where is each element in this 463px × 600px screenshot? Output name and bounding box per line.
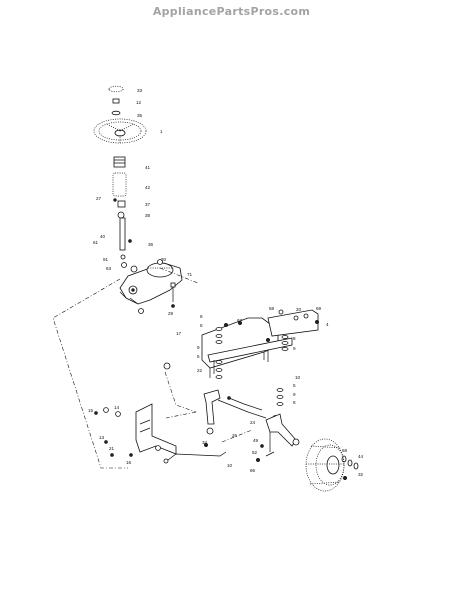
part-number-labels: 33 12 35 1 41 42 27 37 38 40 61 36 91 63… [88,88,364,477]
label-63: 63 [106,266,112,271]
label-16: 16 [126,460,132,465]
axle-bolts[interactable] [223,319,320,343]
label-27: 27 [96,196,102,201]
label-32: 32 [358,472,364,477]
label-67: 67 [237,318,243,323]
steering-wheel-adapter[interactable] [113,156,126,168]
label-8a: 8 [200,323,203,328]
label-91: 91 [103,257,109,262]
label-37: 37 [145,202,151,207]
wheel-hub-spacers[interactable] [292,438,359,481]
bracket-hardware[interactable] [94,407,161,457]
label-8c: 8 [293,400,296,405]
label-36: 36 [148,242,154,247]
label-17: 17 [176,331,182,336]
shaft-bushing-parts[interactable] [120,239,132,268]
label-33: 33 [137,88,143,93]
label-9c: 9 [293,392,296,397]
label-41: 41 [145,165,151,170]
steering-wheel-nut[interactable] [112,98,120,104]
label-1: 1 [160,129,163,134]
steering-wheel-cap[interactable] [108,85,124,93]
label-9b: 9 [293,346,296,351]
label-20: 20 [296,307,302,312]
label-40: 40 [100,234,106,239]
label-52: 52 [252,450,258,455]
steering-shaft-bellows[interactable] [112,172,127,197]
front-axle[interactable] [207,337,293,374]
pinion-gear[interactable] [130,265,138,273]
label-48: 8 [200,314,203,319]
label-22: 22 [197,368,203,373]
label-8b: 8 [293,336,296,341]
label-5a: 5 [197,354,200,359]
steering-shaft-hardware[interactable] [113,198,126,219]
steering-shaft[interactable] [119,217,126,251]
label-49: 49 [253,438,259,443]
label-10b: 10 [227,463,233,468]
label-29: 29 [168,311,174,316]
steering-wheel[interactable] [93,118,147,144]
steering-link-rod[interactable] [163,451,227,464]
label-38: 38 [145,213,151,218]
label-34: 34 [202,440,208,445]
steering-wheel-insert[interactable] [111,110,121,116]
label-21: 21 [109,446,115,451]
right-steering-spindle[interactable] [255,413,297,463]
front-wheel[interactable] [305,438,345,492]
label-30: 30 [161,257,167,262]
label-12: 12 [136,100,142,105]
label-35: 35 [137,113,143,118]
label-4: 4 [326,322,329,327]
label-5b: 5 [293,383,296,388]
label-13: 13 [99,435,105,440]
label-44: 44 [358,454,364,459]
label-71: 71 [187,272,193,277]
gear-bolt[interactable] [170,282,176,308]
axle-mounting-plate[interactable] [267,309,319,337]
label-69: 69 [316,306,322,311]
label-61: 61 [93,240,99,245]
pivot-bushings-left[interactable] [215,327,223,379]
left-steering-spindle[interactable] [203,389,221,448]
tie-rod[interactable] [217,396,267,419]
watermark-text: AppliancePartsPros.com [152,5,311,18]
label-42: 42 [145,185,151,190]
label-15: 15 [88,408,94,413]
drag-link[interactable] [138,308,171,370]
label-58: 58 [269,306,275,311]
label-26: 26 [232,433,238,438]
label-66: 66 [250,468,256,473]
label-24: 24 [250,420,256,425]
label-68: 68 [342,448,348,453]
label-14: 14 [114,405,120,410]
label-9a: 9 [197,345,200,350]
label-10: 10 [295,375,301,380]
